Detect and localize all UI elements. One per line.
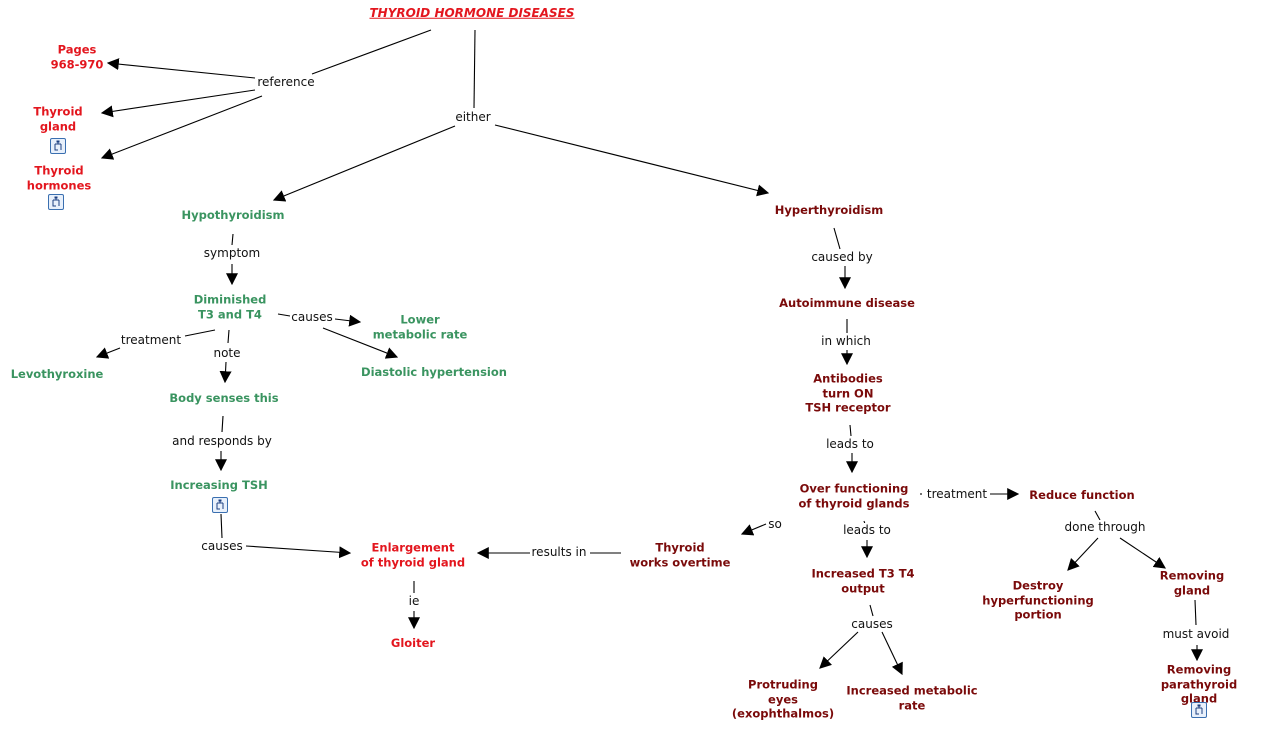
concept-map-resource-icon[interactable] <box>48 194 64 210</box>
link-label-symptom[interactable]: symptom <box>202 246 262 260</box>
arrow-connector <box>740 523 767 536</box>
concept-reduce-function[interactable]: Reduce function <box>1029 487 1135 502</box>
line-connector <box>473 29 476 109</box>
link-label-results-in[interactable]: results in <box>530 545 588 559</box>
concept-increased-metabolic-rate[interactable]: Increased metabolic rate <box>846 683 978 713</box>
line-connector <box>221 415 224 433</box>
link-label-leads-to[interactable]: leads to <box>842 523 892 537</box>
line-connector <box>311 29 432 75</box>
concept-diminished-t3-t4[interactable]: Diminished T3 and T4 <box>193 292 267 322</box>
line-connector <box>277 313 291 317</box>
concept-map-resource-icon[interactable] <box>212 497 228 513</box>
concept-autoimmune-disease[interactable]: Autoimmune disease <box>779 295 915 310</box>
link-label-causes[interactable]: causes <box>200 539 244 553</box>
link-label-leads-to[interactable]: leads to <box>825 437 875 451</box>
line-connector <box>869 604 874 617</box>
concept-hyperthyroidism[interactable]: Hyperthyroidism <box>774 202 884 217</box>
concept-hypothyroidism[interactable]: Hypothyroidism <box>181 207 285 222</box>
concept-gloiter[interactable]: Gloiter <box>390 635 436 650</box>
link-label-responds-by[interactable]: and responds by <box>171 434 273 448</box>
concept-increased-t3-t4[interactable]: Increased T3 T4 output <box>811 566 915 596</box>
arrow-connector <box>1119 537 1166 569</box>
line-connector <box>1094 510 1101 521</box>
line-connector <box>849 424 852 437</box>
arrow-connector <box>494 124 770 197</box>
link-label-done-through[interactable]: done through <box>1063 520 1147 534</box>
concept-diastolic-hypertension[interactable]: Diastolic hypertension <box>361 364 507 379</box>
line-connector <box>1194 599 1197 626</box>
arrow-connector <box>106 58 256 79</box>
arrow-connector <box>881 631 903 676</box>
link-label-either[interactable]: either <box>454 110 492 124</box>
arrow-connector <box>245 545 352 559</box>
link-label-causes[interactable]: causes <box>290 310 334 324</box>
concept-body-senses-this[interactable]: Body senses this <box>169 390 279 405</box>
concept-removing-gland[interactable]: Removing gland <box>1159 568 1225 598</box>
arrow-connector <box>219 361 232 384</box>
link-label-in-which[interactable]: in which <box>820 334 872 348</box>
concept-destroy-portion[interactable]: Destroy hyperfunctioning portion <box>982 578 1094 622</box>
concept-map-resource-icon[interactable] <box>1191 702 1207 718</box>
link-label-must-avoid[interactable]: must avoid <box>1161 627 1231 641</box>
link-label-ie[interactable]: ie <box>407 594 421 608</box>
line-connector <box>220 513 223 539</box>
concept-over-functioning[interactable]: Over functioning of thyroid glands <box>798 481 910 511</box>
link-label-reference[interactable]: reference <box>256 75 316 89</box>
arrow-connector <box>272 125 456 202</box>
line-connector <box>227 329 230 344</box>
line-connector <box>231 233 234 246</box>
link-label-treatment[interactable]: treatment <box>119 333 183 347</box>
concept-thyroid-hormones[interactable]: Thyroid hormones <box>26 163 92 193</box>
concept-thyroid-works-overtime[interactable]: Thyroid works overtime <box>629 540 731 570</box>
concept-lower-metabolic-rate[interactable]: Lower metabolic rate <box>372 312 468 342</box>
concept-increasing-tsh[interactable]: Increasing TSH <box>170 477 268 492</box>
line-connector <box>833 227 841 250</box>
concept-enlargement-thyroid[interactable]: Enlargement of thyroid gland <box>360 540 466 570</box>
arrow-connector <box>322 327 399 359</box>
arrow-connector <box>100 95 263 160</box>
arrow-connector <box>334 314 362 327</box>
concept-thyroid-gland[interactable]: Thyroid gland <box>33 104 83 134</box>
link-label-caused-by[interactable]: caused by <box>810 250 874 264</box>
concept-antibodies[interactable]: Antibodies turn ON TSH receptor <box>805 371 891 415</box>
arrow-connector <box>1067 537 1099 571</box>
concept-levothyroxine[interactable]: Levothyroxine <box>10 366 104 381</box>
link-label-causes[interactable]: causes <box>850 617 894 631</box>
map-title[interactable]: THYROID HORMONE DISEASES <box>369 5 575 20</box>
arrow-connector <box>819 631 859 669</box>
concept-pages[interactable]: Pages 968-970 <box>50 42 104 72</box>
arrow-connector <box>100 89 256 118</box>
concept-protruding-eyes[interactable]: Protruding eyes (exophthalmos) <box>731 677 835 721</box>
concept-map-resource-icon[interactable] <box>50 138 66 154</box>
line-connector <box>184 329 216 337</box>
link-label-note[interactable]: note <box>212 346 242 360</box>
arrow-connector <box>95 347 121 359</box>
link-label-so[interactable]: so <box>767 517 783 531</box>
concept-removing-parathyroid[interactable]: Removing parathyroid gland <box>1160 662 1238 706</box>
link-label-treatment[interactable]: treatment <box>925 487 989 501</box>
